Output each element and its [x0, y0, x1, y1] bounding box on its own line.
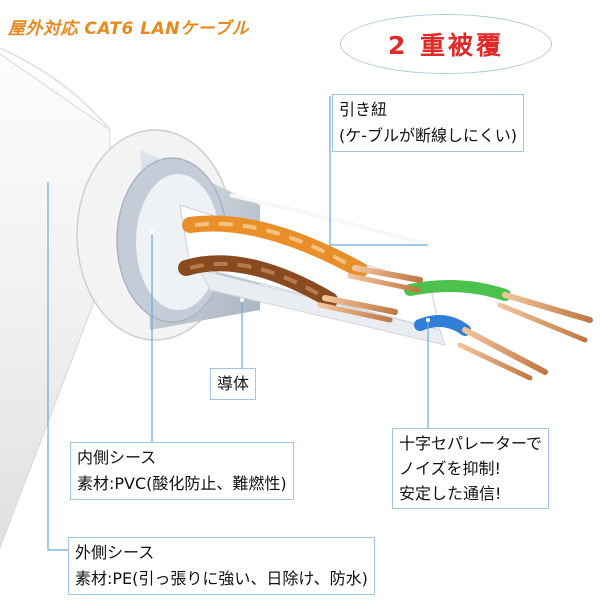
callout-title: 導体: [217, 374, 250, 393]
callout-separator: 十字セパレーターで ノイズを抑制! 安定した通信!: [392, 428, 550, 509]
callout-text: 素材:PE(引っ張りに強い、日除け、防水): [75, 569, 368, 588]
callout-text: (ケ-ブルが断線しにくい): [339, 126, 517, 145]
marker-dot: [240, 298, 244, 302]
marker-dot: [428, 243, 432, 247]
callout-conductor: 導体: [210, 368, 257, 400]
callout-inner-sheath: 内側シース 素材:PVC(酸化防止、難燃性): [70, 442, 294, 500]
copper-conductors: [317, 265, 593, 381]
callout-outer-sheath: 外側シース 素材:PE(引っ張りに強い、日除け、防水): [68, 537, 375, 595]
marker-dot: [426, 318, 430, 322]
callout-title: 引き紐: [339, 100, 388, 119]
marker-dot: [46, 178, 50, 182]
callout-title: 内側シース: [77, 448, 157, 467]
callout-text: 素材:PVC(酸化防止、難燃性): [77, 474, 287, 493]
outer-jacket: [0, 53, 111, 550]
leader-lines: [47, 96, 430, 551]
callout-title: 外側シース: [75, 543, 155, 562]
wire-blue: [414, 315, 471, 336]
double-coating-badge: 2 重被覆: [340, 14, 552, 74]
callout-text: ノイズを抑制!: [399, 459, 501, 478]
callout-text: 安定した通信!: [399, 484, 502, 503]
page-title: 屋外対応 CAT6 LANケーブル: [8, 19, 249, 39]
pull-string: [229, 193, 431, 247]
marker-dot: [150, 230, 154, 234]
wire-green: [404, 280, 511, 301]
callout-pull-string: 引き紐 (ケ-ブルが断線しにくい): [332, 94, 524, 152]
callout-title: 十字セパレーターで: [399, 434, 543, 453]
